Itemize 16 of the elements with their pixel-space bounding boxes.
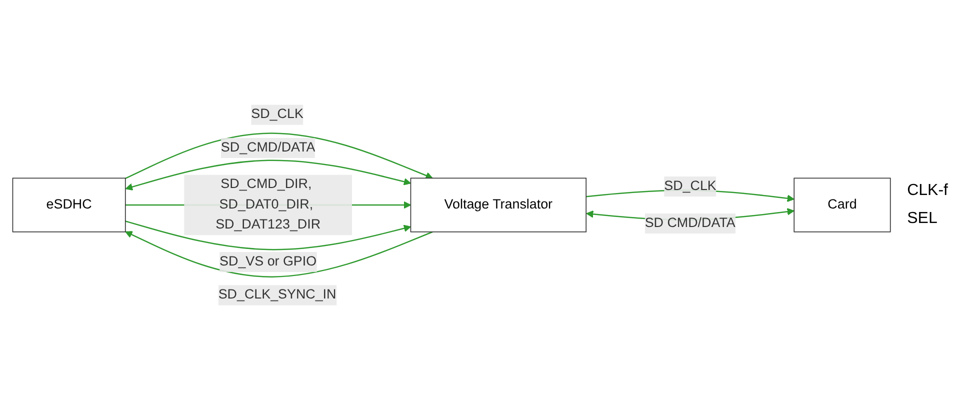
arrow — [125, 231, 433, 278]
edge-label: SD_CMD/DATA — [220, 140, 316, 155]
edge-label: SD_VS or GPIO — [220, 254, 317, 269]
edge-label: SD_CMD_DIR, SD_DAT0_DIR, SD_DAT123_DIR — [216, 177, 321, 232]
pin-label: SEL — [907, 210, 938, 228]
node-box: Voltage Translator — [410, 178, 587, 232]
edge-label: SD_CLK — [251, 107, 304, 122]
edge-label: SD CMD/DATA — [644, 216, 736, 230]
pin-label: CLK-f — [907, 182, 948, 200]
arrow — [125, 160, 412, 190]
arrow — [125, 220, 412, 250]
edge-label: SD_CLK — [664, 179, 716, 194]
arrow — [125, 132, 433, 180]
node-box: eSDHC — [12, 178, 126, 232]
node-box: Card — [794, 178, 891, 232]
edge-label: SD_CLK_SYNC_IN — [218, 288, 336, 302]
